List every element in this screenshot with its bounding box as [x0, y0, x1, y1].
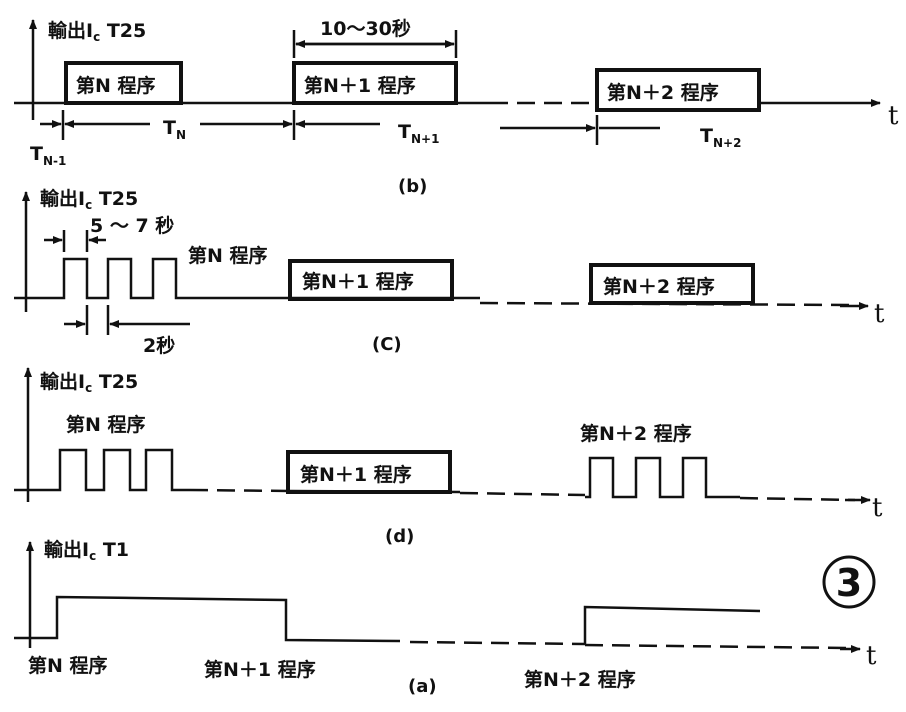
panel-c-block-n2	[589, 263, 755, 305]
panel-a-baseline-dashed	[409, 640, 586, 646]
panel-a-ylabel: 輸出Ic T1	[44, 538, 129, 563]
panel-c-ylabel: 輸出Ic T25	[40, 187, 138, 212]
panel-d-label-n2: 第N＋2 程序	[580, 422, 692, 445]
panel-b-block-n	[64, 61, 183, 105]
panel-d-baseline-dashed-2	[459, 491, 586, 497]
panel-b-t-label: t	[888, 101, 899, 131]
panel-a-baseline-dashed-2	[584, 643, 851, 650]
panel-c-pulse-label: 5 ～ 7 秒	[90, 214, 174, 237]
panel-b-period-n-minus-1: TN-1	[30, 143, 66, 168]
panel-d-pulses-n2	[585, 456, 740, 499]
panel-d-pulses-n	[14, 448, 190, 492]
panel-d-block-n1-label: 第N＋1 程序	[300, 463, 412, 486]
panel-c-block-n1	[288, 259, 454, 301]
panel-d: 輸出Ic T25 t 第N 程序 第N＋1 程序 第N＋2 程序 (d)	[14, 367, 883, 547]
panel-d-t-label: t	[872, 493, 883, 523]
panel-c-block-n2-label: 第N＋2 程序	[603, 275, 715, 298]
panel-a-label-n1: 第N＋1 程序	[204, 658, 316, 681]
panel-a: 輸出Ic T1 t 第N 程序 第N＋1 程序 第N＋2 程序 (a)	[14, 538, 877, 697]
panel-c-t-label: t	[874, 299, 885, 329]
panel-c-gap-label: 2秒	[143, 334, 175, 357]
panel-c-label-n: 第N 程序	[188, 244, 268, 267]
panel-d-label-n: 第N 程序	[66, 413, 146, 436]
panel-a-pulse-n	[14, 595, 401, 643]
panel-b-block-n1-label: 第N＋1 程序	[304, 74, 416, 97]
panel-b-period-n: TN	[163, 117, 186, 142]
panel-b-period-n-plus-1: TN+1	[398, 121, 439, 146]
panel-a-caption: (a)	[408, 676, 437, 697]
panel-b-caption: (b)	[398, 176, 427, 197]
panel-d-baseline-dashed-3	[739, 496, 856, 502]
panel-a-label-n: 第N 程序	[28, 654, 108, 677]
panel-a-step-n2	[583, 605, 761, 644]
figure-number: 3	[836, 561, 862, 605]
panel-d-block-n1	[286, 450, 452, 494]
figure-number-circle	[822, 555, 876, 609]
panel-b-ylabel: 輸出Ic T25	[48, 19, 146, 44]
panel-a-label-n2: 第N＋2 程序	[524, 668, 636, 691]
panel-a-t-label: t	[866, 641, 877, 671]
panel-b-block-n2-label: 第N＋2 程序	[607, 81, 719, 104]
panel-c-baseline-dashed	[479, 301, 851, 307]
panel-b-interval-label: 10～30秒	[320, 17, 411, 40]
panel-d-baseline-dashed-1	[189, 488, 291, 493]
panel-d-ylabel: 輸出Ic T25	[40, 370, 138, 395]
panel-b: 輸出Ic T25 t 第N 程序 第N＋1 程序 第N＋2 程序 10～30秒 …	[14, 17, 899, 197]
panel-c-block-n1-label: 第N＋1 程序	[302, 270, 414, 293]
panel-b-block-n1	[292, 61, 458, 105]
panel-c-pulse-train	[14, 257, 480, 300]
panel-b-block-n2	[595, 68, 761, 112]
panel-b-block-n-label: 第N 程序	[76, 74, 156, 97]
panel-c: 輸出Ic T25 t 5 ～ 7 秒 2秒 第N 程序 第N＋1 程序 第N＋2…	[14, 187, 885, 357]
panel-d-caption: (d)	[385, 526, 414, 547]
panel-b-period-n-plus-2: TN+2	[700, 125, 741, 150]
panel-c-caption: (C)	[372, 334, 402, 355]
